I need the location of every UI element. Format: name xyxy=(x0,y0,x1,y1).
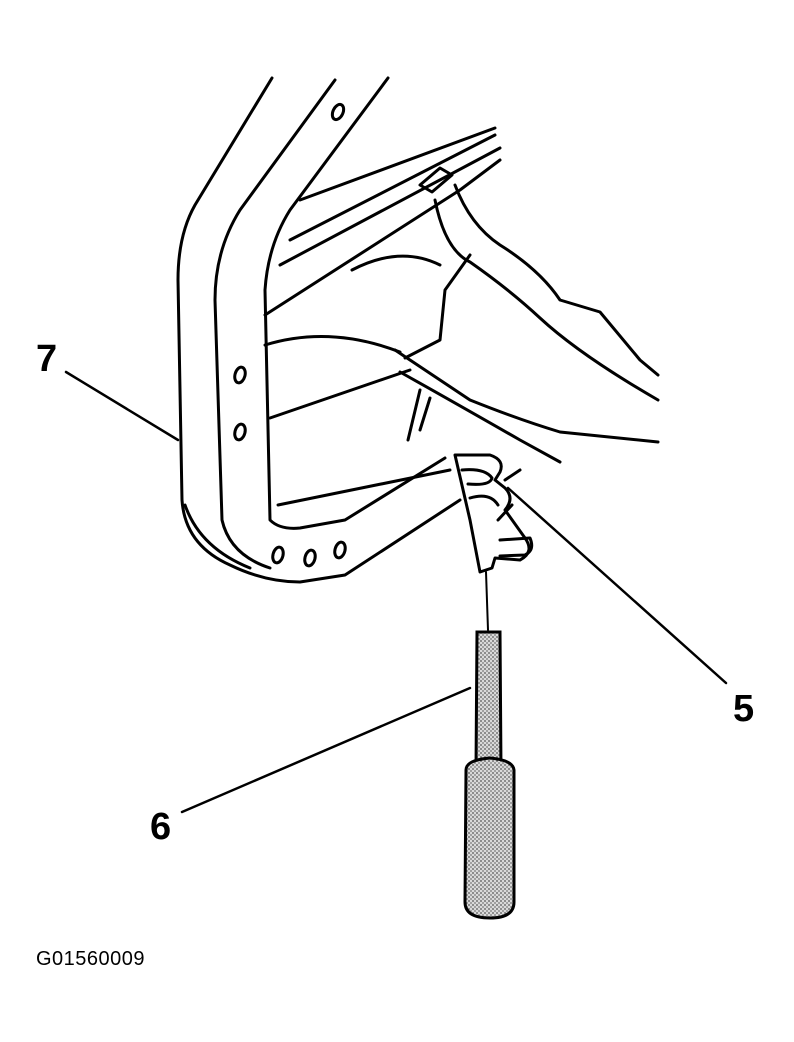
bolt-hole xyxy=(330,102,346,122)
leader-line-6 xyxy=(180,686,472,814)
callout-7: 7 xyxy=(36,338,58,380)
tool-handle xyxy=(463,756,516,920)
upper-panel-line-3 xyxy=(278,146,502,267)
bracket-under-beam xyxy=(406,388,432,442)
floor-line-2 xyxy=(276,468,452,507)
frame-outer-edge xyxy=(176,76,462,584)
upper-panel-line-4 xyxy=(263,158,502,317)
beam-lower-edge xyxy=(393,348,660,444)
frame-bottom-rim xyxy=(183,503,252,570)
clip-hook-2 xyxy=(468,494,500,507)
bolt-hole xyxy=(233,422,247,442)
beam-joint xyxy=(403,253,472,360)
frame-inner-edge xyxy=(263,76,447,530)
upper-slot xyxy=(418,166,454,194)
bolt-hole xyxy=(233,365,247,385)
beam-top-edge xyxy=(453,183,660,377)
frame-second-edge xyxy=(213,78,337,570)
bolt-hole xyxy=(333,540,347,560)
clip-prong xyxy=(498,536,534,558)
beam-inner-edge xyxy=(433,198,660,402)
tool-wire xyxy=(485,571,489,631)
upper-panel-line-2 xyxy=(288,133,497,242)
tool-shaft xyxy=(474,630,503,772)
callout-5: 5 xyxy=(733,688,755,730)
floor-line-1 xyxy=(268,368,412,420)
bolt-hole xyxy=(271,545,285,565)
floor-curve-2 xyxy=(350,254,442,272)
leader-line-5 xyxy=(506,486,728,685)
callout-6: 6 xyxy=(150,806,172,848)
leader-line-7 xyxy=(64,370,180,442)
clip-outline xyxy=(453,453,531,574)
floor-curve-1 xyxy=(263,334,402,354)
beam-bottom-edge xyxy=(398,370,562,464)
upper-panel-line-1 xyxy=(298,126,497,202)
clip-hook-1 xyxy=(460,468,494,486)
bolt-hole xyxy=(303,548,317,568)
clip-spring xyxy=(496,468,522,522)
figure-id: G01560009 xyxy=(36,948,146,970)
